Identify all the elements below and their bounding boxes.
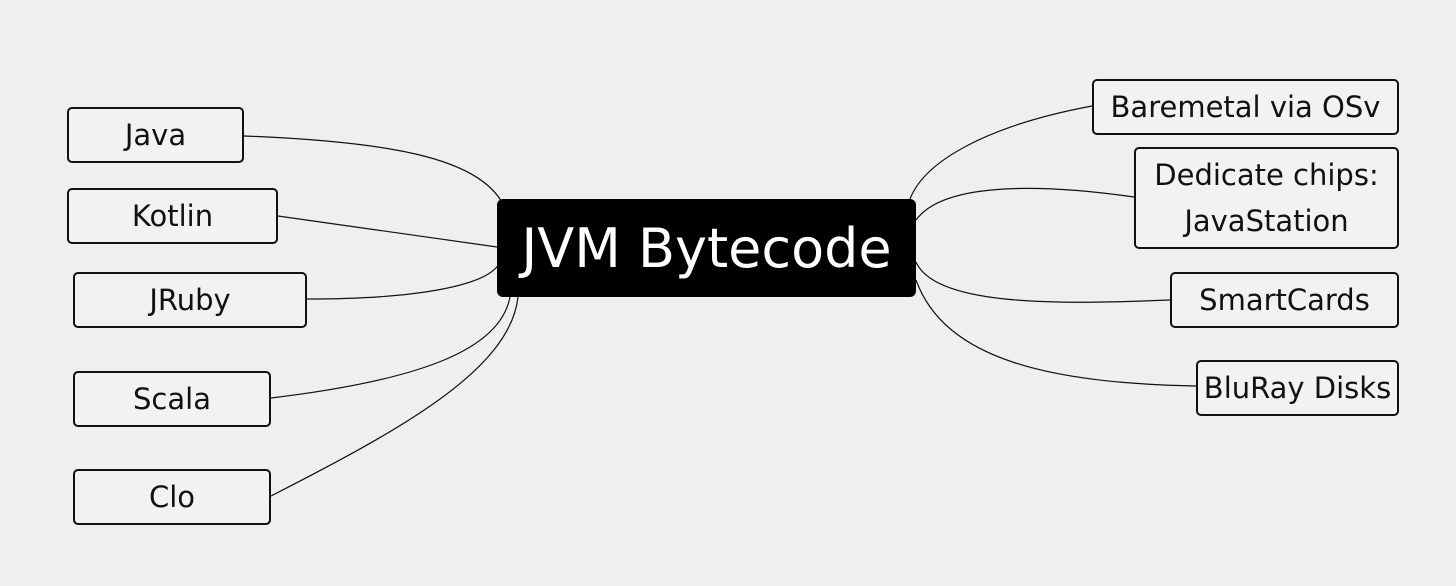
node-dedicate-chips[interactable]: Dedicate chips: JavaStation [1134, 147, 1399, 249]
connector-kotlin [277, 215, 498, 248]
connector-baremetal [909, 105, 1093, 200]
connector-bluray [915, 279, 1197, 387]
node-jruby[interactable]: JRuby [73, 272, 307, 328]
node-clo[interactable]: Clo [73, 469, 271, 525]
node-clo-label: Clo [148, 480, 196, 514]
node-java[interactable]: Java [67, 107, 244, 163]
node-dedicate-chips-line-2: JavaStation [1184, 204, 1349, 238]
node-baremetal[interactable]: Baremetal via OSv [1092, 79, 1399, 135]
node-kotlin-label: Kotlin [131, 199, 214, 233]
node-jruby-label: JRuby [149, 283, 231, 317]
node-bluray[interactable]: BluRay Disks [1196, 360, 1399, 416]
connector-scala [270, 296, 511, 399]
node-baremetal-label: Baremetal via OSv [1110, 90, 1381, 124]
node-smartcards-label: SmartCards [1199, 283, 1370, 317]
central-node-label: JVM Bytecode [521, 216, 892, 280]
node-dedicate-chips-line-1: Dedicate chips: [1154, 158, 1379, 192]
node-scala[interactable]: Scala [73, 371, 271, 427]
node-kotlin[interactable]: Kotlin [67, 188, 278, 244]
connector-dedicate-chips [915, 187, 1135, 221]
connector-java [243, 135, 507, 211]
connector-smartcards [915, 261, 1171, 303]
node-smartcards[interactable]: SmartCards [1170, 272, 1399, 328]
central-node[interactable]: JVM Bytecode [497, 199, 916, 297]
node-java-label: Java [124, 118, 187, 152]
node-bluray-label: BluRay Disks [1203, 371, 1392, 405]
node-scala-label: Scala [133, 382, 211, 416]
connector-clo [270, 296, 519, 497]
connector-jruby [306, 261, 501, 300]
